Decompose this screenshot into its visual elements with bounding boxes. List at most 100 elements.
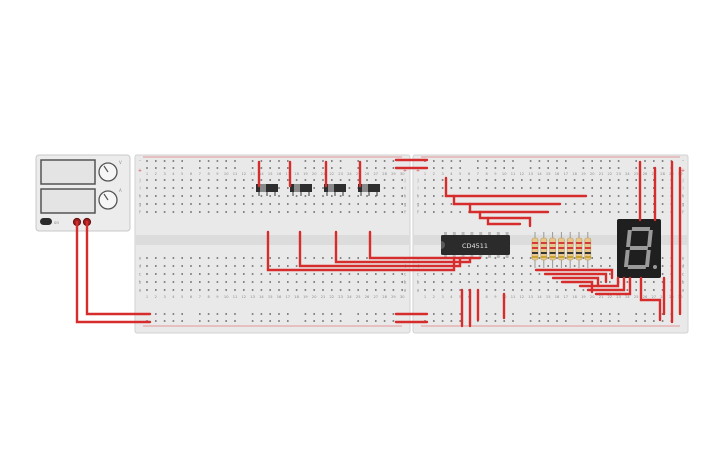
rail-minus-label: - xyxy=(139,158,141,164)
column-number: 9 xyxy=(494,172,497,176)
column-number: 30 xyxy=(400,172,405,176)
seven-segment-display-icon[interactable] xyxy=(617,219,661,278)
slide-switch-icon[interactable] xyxy=(324,184,346,196)
column-number: 19 xyxy=(581,172,586,176)
power-switch[interactable] xyxy=(40,218,52,225)
wire[interactable] xyxy=(478,210,532,228)
column-number: 25 xyxy=(634,172,639,176)
resistor-icon[interactable] xyxy=(540,232,548,268)
column-number: 11 xyxy=(233,295,238,299)
column-number: 17 xyxy=(286,295,291,299)
column-number: 28 xyxy=(660,172,665,176)
chip-label: CD4511 xyxy=(462,242,488,250)
column-number: 25 xyxy=(634,295,639,299)
column-number: 24 xyxy=(347,295,352,299)
wire[interactable] xyxy=(639,276,662,322)
column-number: 24 xyxy=(625,295,630,299)
column-number: 2 xyxy=(155,172,157,176)
power-supply[interactable]: V A on xyxy=(35,154,131,232)
column-number: 22 xyxy=(330,172,335,176)
wires xyxy=(75,158,682,328)
current-knob-label: A xyxy=(119,188,122,193)
column-number: 29 xyxy=(391,172,396,176)
resistor-icon[interactable] xyxy=(531,232,539,268)
wire[interactable] xyxy=(543,272,608,284)
wire[interactable] xyxy=(75,220,152,324)
column-number: 12 xyxy=(242,295,247,299)
resistor-icon[interactable] xyxy=(566,232,574,268)
wire[interactable] xyxy=(368,230,482,260)
row-letter: b xyxy=(417,279,420,284)
row-letter: b xyxy=(404,279,407,284)
column-number: 5 xyxy=(181,172,183,176)
wire[interactable] xyxy=(560,280,594,294)
wire[interactable] xyxy=(85,220,152,316)
column-number: 1 xyxy=(424,295,426,299)
wire[interactable] xyxy=(551,276,600,288)
column-number: 9 xyxy=(216,172,219,176)
power-switch-label: on xyxy=(54,220,59,225)
column-number: 15 xyxy=(546,295,551,299)
row-letter: i xyxy=(682,185,683,190)
column-number: 11 xyxy=(233,172,238,176)
column-number: 6 xyxy=(468,172,471,176)
column-number: 25 xyxy=(356,295,361,299)
column-number: 21 xyxy=(321,172,326,176)
wire[interactable] xyxy=(452,194,562,206)
resistor-icon[interactable] xyxy=(575,232,583,268)
column-number: 7 xyxy=(199,295,201,299)
column-number: 26 xyxy=(643,172,648,176)
row-letter: f xyxy=(139,209,141,214)
wire[interactable] xyxy=(534,268,614,280)
column-number: 17 xyxy=(286,172,291,176)
resistor-icon[interactable] xyxy=(584,232,592,268)
row-letter: h xyxy=(417,193,420,198)
column-number: 4 xyxy=(172,172,175,176)
wire[interactable] xyxy=(334,230,472,264)
slide-switch-icon[interactable] xyxy=(358,184,380,196)
column-number: 28 xyxy=(382,295,387,299)
column-number: 19 xyxy=(303,295,308,299)
wire[interactable] xyxy=(586,276,626,292)
row-letter: c xyxy=(417,271,419,276)
column-number: 2 xyxy=(155,295,157,299)
slide-switch-icon[interactable] xyxy=(290,184,312,196)
column-number: 11 xyxy=(511,295,516,299)
resistors xyxy=(531,232,592,268)
resistor-icon[interactable] xyxy=(558,232,565,268)
row-letter: j xyxy=(138,177,140,182)
column-number: 21 xyxy=(321,295,326,299)
column-number: 19 xyxy=(581,295,586,299)
column-number: 5 xyxy=(459,295,461,299)
column-number: 7 xyxy=(199,172,201,176)
row-letter: c xyxy=(139,271,141,276)
column-number: 16 xyxy=(277,295,282,299)
column-number: 8 xyxy=(485,295,488,299)
voltage-display xyxy=(40,159,96,185)
column-number: 8 xyxy=(207,172,210,176)
cd4511-chip[interactable]: CD4511 xyxy=(441,232,510,258)
row-letter: a xyxy=(404,287,407,292)
resistor-icon[interactable] xyxy=(549,232,556,268)
row-letter: i xyxy=(139,185,140,190)
row-letter: j xyxy=(416,177,418,182)
wire[interactable] xyxy=(468,202,550,214)
slide-switch-icon[interactable] xyxy=(256,184,278,196)
column-number: 8 xyxy=(485,172,488,176)
wire[interactable] xyxy=(486,216,522,226)
wire[interactable] xyxy=(594,276,632,296)
column-number: 28 xyxy=(382,172,387,176)
row-letter: h xyxy=(682,193,685,198)
rail-plus-label: + xyxy=(403,168,407,174)
wire[interactable] xyxy=(266,230,456,272)
column-number: 18 xyxy=(572,295,577,299)
wire[interactable] xyxy=(578,276,620,288)
column-number: 23 xyxy=(616,172,621,176)
column-number: 12 xyxy=(242,172,247,176)
column-number: 17 xyxy=(564,295,569,299)
wire[interactable] xyxy=(444,176,588,198)
row-letter: g xyxy=(682,201,685,206)
rail-plus-label: + xyxy=(681,168,685,174)
column-number: 21 xyxy=(599,295,604,299)
column-number: 30 xyxy=(400,295,405,299)
